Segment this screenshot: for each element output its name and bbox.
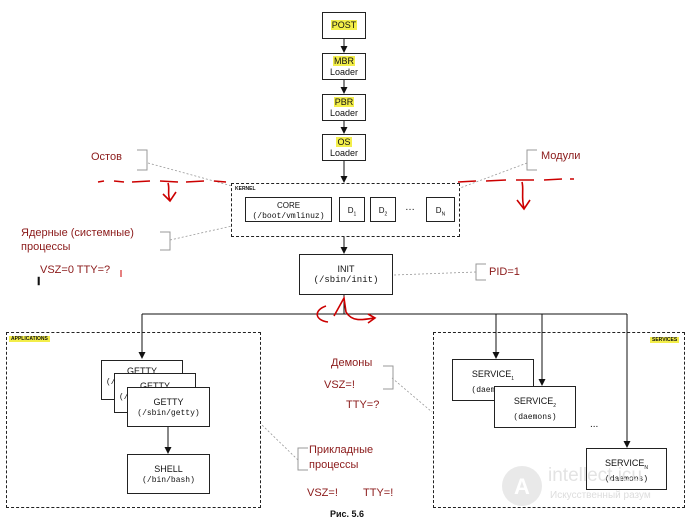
kernel-container bbox=[231, 183, 460, 237]
d1-label: D bbox=[347, 206, 354, 215]
getty-path: (/sbin/getty) bbox=[137, 409, 200, 418]
service1-path: (daemons) bbox=[471, 385, 515, 395]
getty-box: GETTY (/sbin/getty) bbox=[127, 387, 210, 427]
annotation-daemons: Демоны bbox=[331, 357, 373, 369]
service1-subscript: 1 bbox=[511, 375, 515, 382]
annotation-daemons-vsz: VSZ=! bbox=[324, 379, 355, 391]
applications-title: APPLICATIONS bbox=[9, 336, 50, 342]
shell-label: SHELL bbox=[154, 464, 183, 474]
red-line-right bbox=[457, 178, 574, 183]
getty-back-label: GETTY bbox=[126, 366, 157, 376]
red-line-left bbox=[97, 180, 227, 183]
servicen-path: (daemons) bbox=[604, 474, 649, 484]
mbr-label: MBR bbox=[333, 56, 355, 66]
pbr-loader-box: PBR Loader bbox=[322, 94, 366, 121]
core-box: CORE (/boot/vmlinuz) bbox=[245, 197, 332, 222]
service1-label: SERVICE bbox=[471, 369, 512, 379]
d2-box: D2 bbox=[370, 197, 396, 222]
mbr-loader-label: Loader bbox=[329, 67, 359, 77]
annotation-kernel-processes-line2: процессы bbox=[21, 241, 71, 253]
getty-middle-path: (/ bbox=[119, 393, 129, 402]
red-arrow-right bbox=[516, 181, 531, 211]
init-box: INIT (/sbin/init) bbox=[299, 254, 393, 295]
kernel-ellipsis: … bbox=[405, 202, 415, 213]
d2-subscript: 2 bbox=[384, 211, 388, 218]
core-path: (/boot/vmlinuz) bbox=[252, 212, 325, 221]
annotation-app-tty: TTY=! bbox=[363, 487, 394, 499]
pbr-label: PBR bbox=[333, 97, 355, 107]
annotation-pid: PID=1 bbox=[489, 266, 520, 278]
annotation-daemons-tty: TTY=? bbox=[346, 399, 380, 411]
post-label: POST bbox=[330, 20, 358, 30]
annotation-kernel-processes-line1: Ядерные (системные) bbox=[21, 227, 134, 239]
shell-box: SHELL (/bin/bash) bbox=[127, 454, 210, 494]
annotation-moduli: Модули bbox=[541, 150, 581, 162]
service2-label: SERVICE bbox=[513, 396, 554, 406]
pbr-loader-label: Loader bbox=[329, 108, 359, 118]
getty-back-path: (/ bbox=[106, 378, 116, 387]
services-container bbox=[433, 332, 685, 508]
service2-box: SERVICE2 (daemons) bbox=[494, 386, 576, 428]
red-split-mark bbox=[316, 295, 377, 324]
os-label: OS bbox=[336, 137, 352, 147]
annotation-ostov: Остов bbox=[91, 151, 122, 163]
watermark: A intellect.icu Искусственный разум bbox=[498, 463, 692, 507]
annotation-vsz-tty: VSZ=0 TTY=? bbox=[40, 264, 111, 276]
service2-path: (daemons) bbox=[513, 412, 557, 422]
shell-path: (/bin/bash) bbox=[142, 476, 195, 485]
servicen-box: SERVICEN (daemons) bbox=[586, 448, 667, 490]
os-loader-label: Loader bbox=[329, 148, 359, 158]
service2-subscript: 2 bbox=[553, 402, 557, 409]
annotation-app-processes-line1: Прикладные bbox=[309, 444, 374, 456]
watermark-subtitle: Искусственный разум bbox=[550, 490, 651, 501]
os-loader-box: OS Loader bbox=[322, 134, 366, 161]
services-ellipsis: ... bbox=[590, 419, 599, 430]
post-box: POST bbox=[322, 12, 366, 39]
red-arrow-left bbox=[162, 182, 177, 203]
getty-label: GETTY bbox=[153, 397, 184, 407]
services-title: SERVICES bbox=[650, 337, 680, 343]
init-label: INIT bbox=[337, 264, 355, 274]
svg-text:A: A bbox=[514, 474, 530, 499]
kernel-title: KERNEL bbox=[235, 186, 256, 192]
text-cursor-icon: 𝐈 bbox=[37, 276, 41, 288]
getty-middle-label: GETTY bbox=[139, 381, 170, 391]
d2-label: D bbox=[378, 206, 385, 215]
dn-subscript: N bbox=[441, 211, 446, 218]
annotation-app-processes-line2: процессы bbox=[309, 459, 359, 471]
watermark-name: intellect.icu bbox=[548, 465, 642, 486]
dn-label: D bbox=[435, 206, 442, 215]
init-path: (/sbin/init) bbox=[313, 275, 379, 285]
mbr-loader-box: MBR Loader bbox=[322, 53, 366, 80]
servicen-subscript: N bbox=[644, 464, 648, 471]
d1-subscript: 1 bbox=[353, 211, 357, 218]
core-label: CORE bbox=[276, 201, 301, 210]
watermark-logo-icon: A bbox=[502, 466, 542, 506]
figure-caption: Рис. 5.6 bbox=[330, 509, 365, 519]
servicen-label: SERVICE bbox=[605, 458, 645, 468]
d1-box: D1 bbox=[339, 197, 365, 222]
annotation-app-vsz: VSZ=! bbox=[307, 487, 338, 499]
applications-container bbox=[6, 332, 261, 508]
dn-box: DN bbox=[426, 197, 455, 222]
